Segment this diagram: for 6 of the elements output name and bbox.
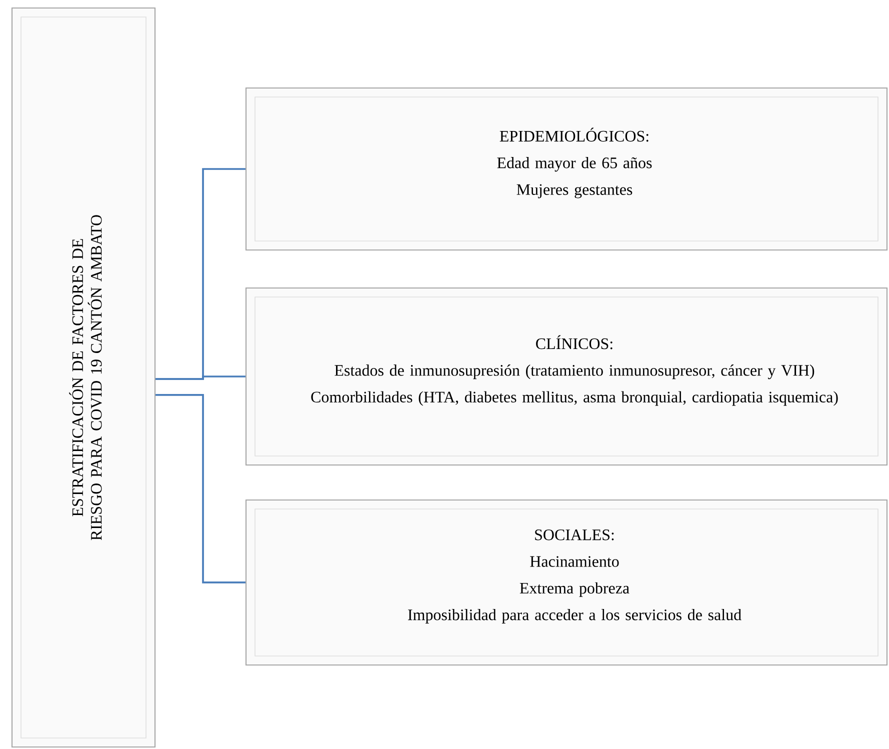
- text-box: SOCIALES: Hacinamiento Extrema pobreza Imposibilidad para acceder a los servicios de salud: [245, 499, 888, 666]
- text-box: ESTRATIFICACIÓN DE FACTORES DE RIESGO PARA COVID 19 CANTÓN AMBATO: [11, 7, 156, 748]
- text-box: EPIDEMIOLÓGICOS: Edad mayor de 65 años Mujeres gestantes: [245, 87, 888, 251]
- text-box: CLÍNICOS: Estados de inmunosupresión (tratamiento inmunosupresor, cáncer y VIH) Comorbilidades (HTA, diabetes mellitus, asma bronquial, cardiopatia isquemica): [245, 287, 888, 466]
- connector-line: [156, 376, 246, 380]
- connector-line: [156, 394, 246, 584]
